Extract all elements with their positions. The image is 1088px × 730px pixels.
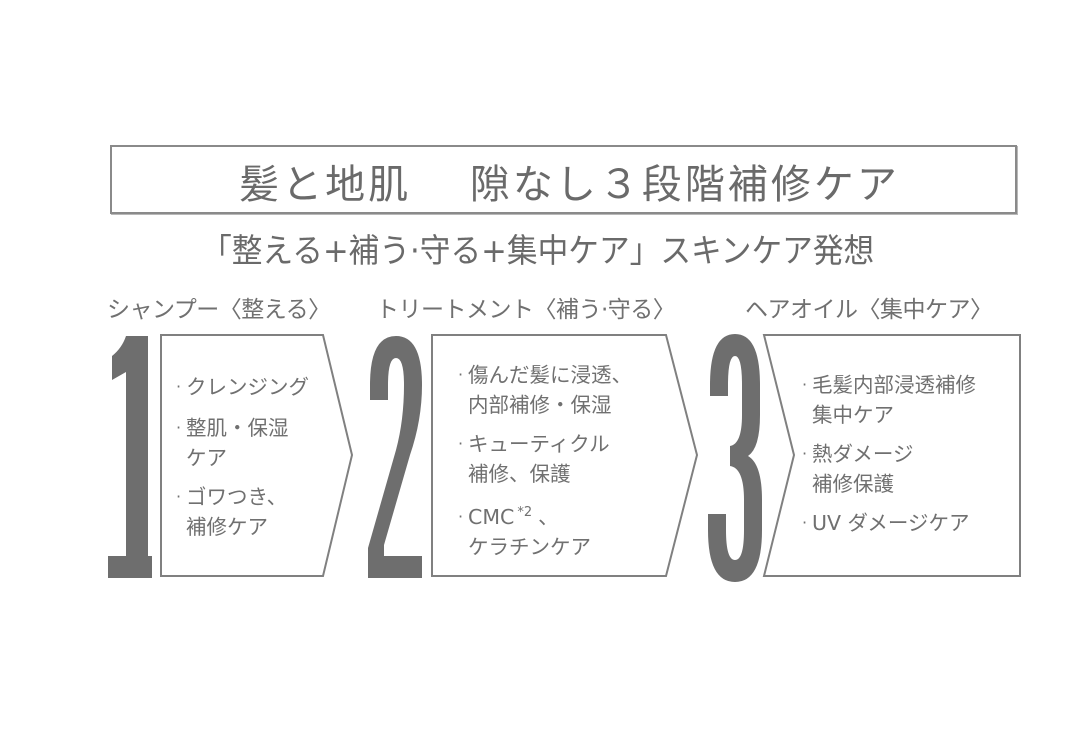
item-text: ケア (186, 446, 227, 470)
step-1-numeral (108, 336, 152, 578)
step-3-header: ヘアオイル〈集中ケア〉 (745, 297, 993, 323)
item-text: 整肌・保湿 (186, 416, 289, 440)
bullet: · (802, 375, 808, 394)
item-text: 傷んだ髪に浸透、 (468, 363, 632, 387)
step-3-content: ·毛髪内部浸透補修 集中ケア ·熱ダメージ 補修保護 ·UV ダメージケア (802, 371, 976, 550)
step-3-numeral (708, 334, 762, 582)
step-1-content: ·クレンジング ·整肌・保湿 ケア ·ゴワつき、 補修ケア (176, 373, 309, 552)
step-2-item-3: ·CMC*2 、 ケラチンケア (458, 499, 632, 561)
step-1-item-2: ·整肌・保湿 ケア (176, 414, 309, 472)
item-text: キューティクル (468, 432, 610, 456)
step-1-item-1: ·クレンジング (176, 373, 309, 403)
item-text: 熱ダメージ (812, 442, 914, 466)
footnote-marker: *2 (517, 505, 533, 520)
item-text: ゴワつき、 (186, 485, 288, 509)
title-box: 髪と地肌 隙なし３段階補修ケア (110, 145, 1017, 214)
step-3-item-2: ·熱ダメージ 補修保護 (802, 440, 976, 498)
item-text: ケラチンケア (468, 535, 591, 559)
step-2-item-1: ·傷んだ髪に浸透、 内部補修・保湿 (458, 361, 632, 419)
item-text: 集中ケア (812, 403, 894, 427)
bullet: · (458, 507, 464, 526)
bullet: · (458, 365, 464, 384)
subtitle: 「整える+補う·守る+集中ケア」スキンケア発想 (201, 231, 875, 270)
item-text: UV ダメージケア (812, 511, 970, 535)
step-1-item-3: ·ゴワつき、 補修ケア (176, 483, 309, 541)
step-2-numeral (368, 336, 422, 578)
step-1-box (160, 334, 354, 577)
step-2-content: ·傷んだ髪に浸透、 内部補修・保湿 ·キューティクル 補修、保護 ·CMC*2、… (458, 361, 632, 572)
step-3-box (762, 334, 1021, 577)
item-text: 補修、保護 (468, 462, 571, 486)
item-text: 補修ケア (186, 515, 268, 539)
item-text: 内部補修・保湿 (468, 393, 612, 417)
bullet: · (458, 434, 464, 453)
step-3-item-3: ·UV ダメージケア (802, 509, 976, 539)
step-3-item-1: ·毛髪内部浸透補修 集中ケア (802, 371, 976, 429)
item-text: 毛髪内部浸透補修 (812, 373, 976, 397)
page-title: 髪と地肌 隙なし３段階補修ケア (239, 161, 900, 208)
step-2-header: トリートメント〈補う·守る〉 (376, 297, 676, 323)
item-text: クレンジング (186, 375, 309, 399)
bullet: · (176, 418, 182, 437)
item-text: 補修保護 (812, 472, 894, 496)
item-text: 、 (538, 505, 559, 529)
item-text: CMC (468, 505, 515, 529)
bullet: · (802, 444, 808, 463)
bullet: · (176, 487, 182, 506)
bullet: · (802, 513, 808, 532)
bullet: · (176, 377, 182, 396)
step-2-item-2: ·キューティクル 補修、保護 (458, 430, 632, 488)
step-1-header: シャンプー〈整える〉 (107, 297, 331, 323)
step-2-box (431, 334, 699, 577)
